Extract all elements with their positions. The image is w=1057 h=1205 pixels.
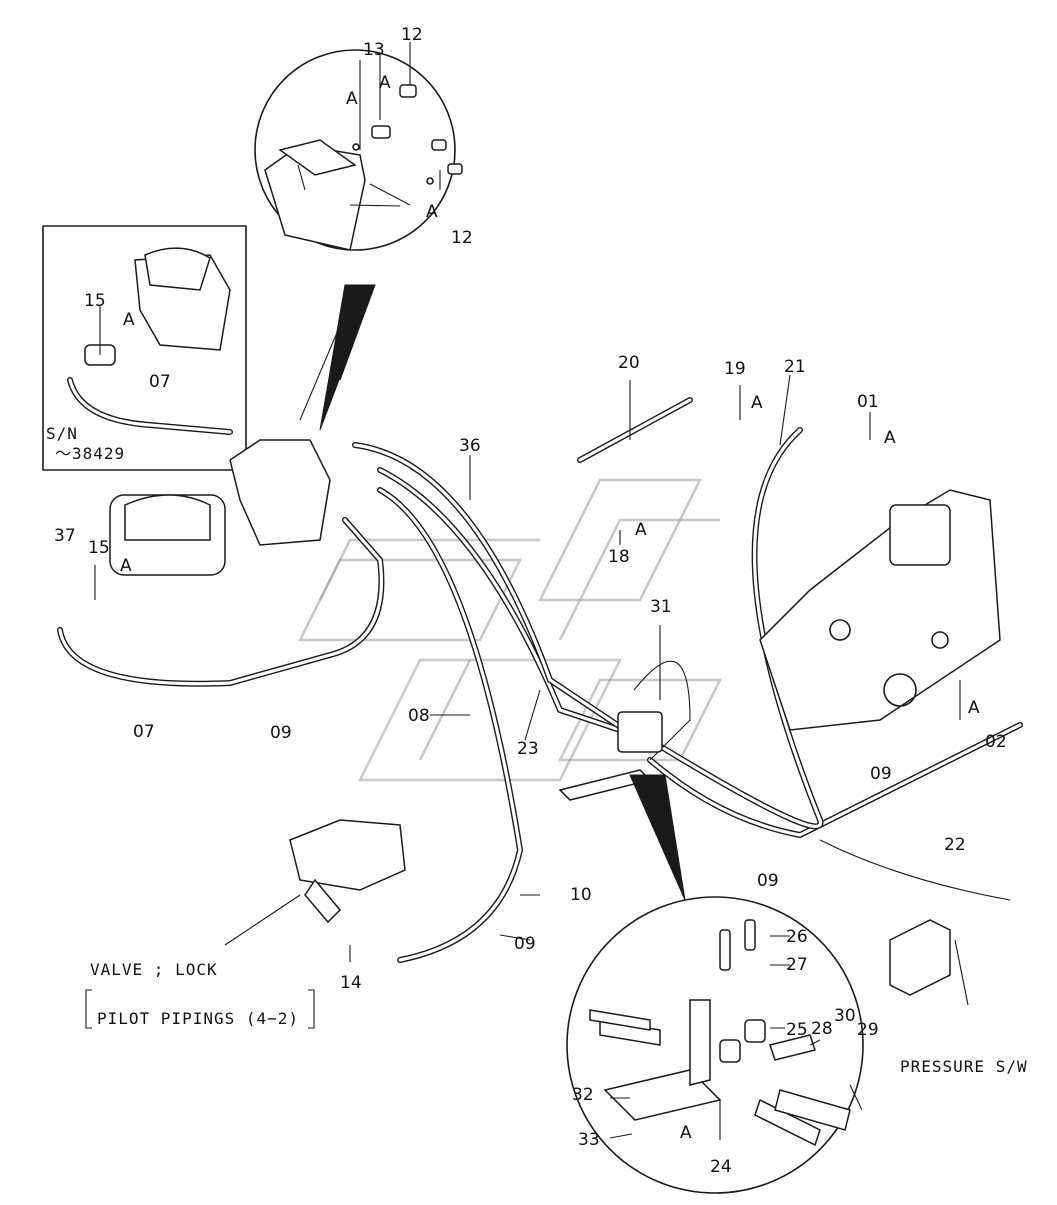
- bottom-detail-circle: [566, 896, 864, 1194]
- part-label-22: 22: [944, 835, 966, 855]
- part-label-07: 07: [133, 722, 155, 742]
- part-label-02: 02: [985, 732, 1007, 752]
- part-label-19: 19: [724, 359, 746, 379]
- part-label-32: 32: [572, 1085, 594, 1105]
- part-label-21: 21: [784, 357, 806, 377]
- part-label-27: 27: [786, 955, 808, 975]
- pressure-switch: [889, 919, 969, 1006]
- part-label-28: 28: [811, 1019, 833, 1039]
- part-label-15: 15: [88, 538, 110, 558]
- pilot-valve-left: [109, 439, 331, 576]
- marker-a: A: [680, 1123, 692, 1143]
- part-label-12: 12: [401, 25, 423, 45]
- marker-a: A: [751, 393, 763, 413]
- part-label-25: 25: [786, 1020, 808, 1040]
- top-detail-circle: [254, 49, 463, 431]
- serial-inset-box: [42, 225, 247, 471]
- part-label-36: 36: [459, 436, 481, 456]
- part-label-09: 09: [757, 871, 779, 891]
- part-label-08: 08: [408, 706, 430, 726]
- marker-a: A: [123, 310, 135, 330]
- part-label-23: 23: [517, 739, 539, 759]
- part-label-31: 31: [650, 597, 672, 617]
- part-label-09: 09: [870, 764, 892, 784]
- valve-lock-label: VALVE ; LOCK: [90, 960, 218, 979]
- serial-number-range: ～38429: [55, 444, 125, 463]
- marker-a: A: [346, 89, 358, 109]
- part-label-07: 07: [149, 372, 171, 392]
- lock-valve: [224, 819, 406, 946]
- part-label-30: 30: [834, 1006, 856, 1026]
- marker-a: A: [120, 556, 132, 576]
- part-label-20: 20: [618, 353, 640, 373]
- part-number-labels: 01 02 07 07 08 09 09 09 09 10 12 12 13 1…: [54, 25, 1007, 1177]
- note-labels: S/N ～38429 VALVE ; LOCK PILOT PIPINGS (4…: [46, 424, 1028, 1076]
- marker-a: A: [968, 698, 980, 718]
- serial-number-label: S/N: [46, 424, 78, 443]
- part-label-18: 18: [608, 547, 630, 567]
- marker-a: A: [379, 73, 391, 93]
- leader-lines: [94, 42, 961, 1140]
- a-marker-labels: A A A A A A A A A A: [120, 73, 980, 1143]
- part-label-29: 29: [857, 1020, 879, 1040]
- part-label-12: 12: [451, 228, 473, 248]
- control-valve: [759, 489, 1001, 731]
- marker-a: A: [635, 520, 647, 540]
- part-label-24: 24: [710, 1157, 732, 1177]
- marker-a: A: [884, 428, 896, 448]
- part-label-33: 33: [578, 1130, 600, 1150]
- marker-a: A: [426, 202, 438, 222]
- part-label-26: 26: [786, 927, 808, 947]
- part-label-01: 01: [857, 392, 879, 412]
- pressure-switch-label: PRESSURE S/W: [900, 1057, 1028, 1076]
- pilot-pipings-label: PILOT PIPINGS (4−2): [97, 1009, 299, 1028]
- part-label-15: 15: [84, 291, 106, 311]
- pilot-hoses: [57, 397, 1023, 963]
- part-label-13: 13: [363, 40, 385, 60]
- part-label-09: 09: [270, 723, 292, 743]
- part-label-09: 09: [514, 934, 536, 954]
- junction-block: [558, 711, 686, 901]
- part-label-37: 37: [54, 526, 76, 546]
- part-label-10: 10: [570, 885, 592, 905]
- part-label-14: 14: [340, 973, 362, 993]
